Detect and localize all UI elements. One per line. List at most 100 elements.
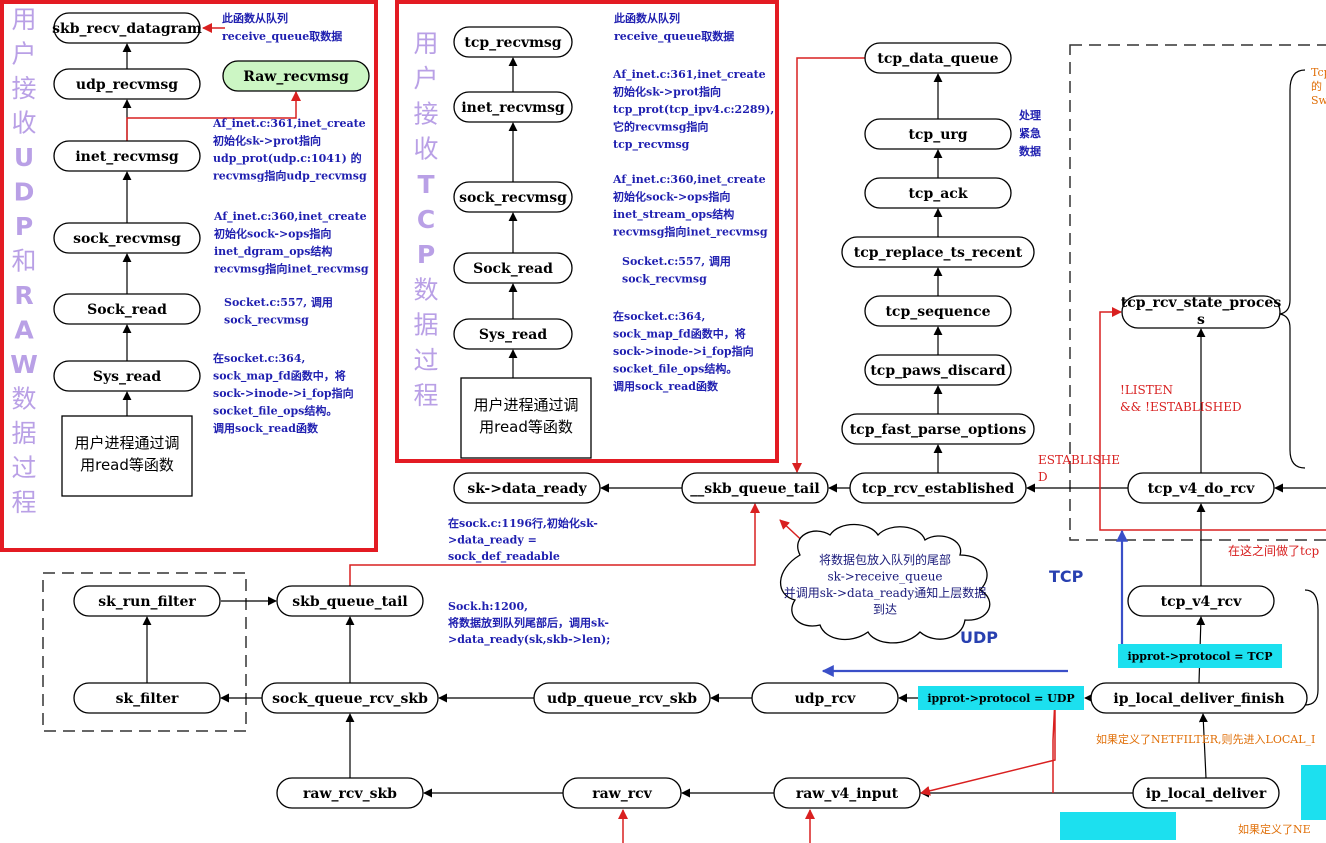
tcp-receive-frame <box>395 0 779 463</box>
note-line: 如果定义了NETFILTER,则先进入LOCAL_I <box>1096 732 1315 746</box>
title-char: 用 <box>413 29 438 58</box>
title-char: R <box>14 281 33 310</box>
node-tcp-v4-rcv: tcp_v4_rcv <box>1127 585 1275 617</box>
note-line: Sock.h:1200, <box>448 600 528 613</box>
note-tcp-af-inet-360: Af_inet.c:360,inet_create初始化sock->ops指向i… <box>612 173 768 240</box>
node-box <box>849 472 1027 504</box>
lower-brace <box>1304 589 1319 706</box>
node-label: ip_local_deliver <box>1146 786 1267 802</box>
note-line: tcp_recvmsg <box>613 138 690 152</box>
note-tcp-socket-364: 在socket.c:364,sock_map_fd函数中，将sock->inod… <box>613 309 754 394</box>
title-char: 用 <box>11 5 36 34</box>
node-box <box>841 413 1035 445</box>
protocol-text: TCP <box>1049 567 1084 586</box>
note-line: 在socket.c:364, <box>213 351 305 365</box>
title-char: P <box>417 240 435 269</box>
node-label: ip_local_deliver_finish <box>1113 691 1284 707</box>
badge-bg <box>918 686 1084 710</box>
note-line: !LISTEN <box>1120 383 1173 397</box>
red-edge-raw-v4 <box>920 697 1056 796</box>
node-tcp-paws-discard: tcp_paws_discard <box>864 354 1012 386</box>
node-udp-raw-recvmsg: Raw_recvmsg <box>222 60 370 92</box>
node-label: Sys_read <box>93 369 161 385</box>
node-box <box>53 68 201 100</box>
badge-bg <box>1118 644 1282 668</box>
note-line: 此函数从队列 <box>614 11 680 25</box>
note-line: socket_file_ops结构。 <box>613 362 737 377</box>
user-process-line: 用read等函数 <box>479 418 573 436</box>
node-box <box>533 682 711 714</box>
node-tcp-data-queue: tcp_data_queue <box>864 42 1012 74</box>
node-box <box>261 682 439 714</box>
node-label: udp_recvmsg <box>76 77 178 93</box>
note-line: Socket.c:557, 调用 <box>224 295 333 309</box>
note-line: receive_queue取数据 <box>222 29 342 44</box>
note-line: Af_inet.c:360,inet_create <box>612 173 766 187</box>
node-box <box>222 60 370 92</box>
note-line: >data_ready = <box>448 534 537 548</box>
note-line: && !ESTABLISHED <box>1120 400 1242 414</box>
note-line: sock_def_readable <box>448 550 560 564</box>
title-char: 数 <box>413 275 438 304</box>
note-line: 将数据放到队列尾部后，调用sk- <box>448 616 609 630</box>
node-label: sk_run_filter <box>98 594 196 610</box>
note-line: sock_recvmsg <box>224 314 309 328</box>
title-char: P <box>15 212 33 241</box>
node-tcp-fast-parse-options: tcp_fast_parse_options <box>841 413 1035 445</box>
node-label: Raw_recvmsg <box>243 69 349 85</box>
note-line: 数据 <box>1019 144 1041 158</box>
filter-frame <box>42 572 247 732</box>
note-line: 调用sock_read函数 <box>213 421 319 436</box>
title-char: 户 <box>413 64 438 93</box>
node-udp-rcv: udp_rcv <box>751 682 899 714</box>
note-line: 调用sock_read函数 <box>613 379 719 394</box>
note-right-top: Tcp的Sw <box>1311 66 1326 107</box>
node-box <box>276 585 424 617</box>
node-tcp-urg: tcp_urg <box>864 118 1012 150</box>
queue-tail-cloud <box>779 523 991 644</box>
node-label: udp_queue_rcv_skb <box>547 691 697 707</box>
note-tcp-af-inet-361: Af_inet.c:361,inet_create初始化sk->prot指向tc… <box>612 68 774 152</box>
note-line: sock->inode->i_fop指向 <box>613 344 754 359</box>
node-box <box>453 26 573 58</box>
node-label: raw_rcv_skb <box>303 786 397 802</box>
node-label: tcp_fast_parse_options <box>850 422 1027 438</box>
node-label: tcp_data_queue <box>877 51 998 67</box>
node-label: tcp_rcv_established <box>862 481 1015 497</box>
node-box <box>276 777 424 809</box>
note-line: Socket.c:557, 调用 <box>622 254 731 268</box>
note-udp-af-inet-360: Af_inet.c:360,inet_create初始化sock->ops指向i… <box>213 210 369 277</box>
note-line: ESTABLISHE <box>1038 453 1120 467</box>
user-process-line: 用户进程通过调 <box>473 396 578 414</box>
user-process-line: 用户进程通过调 <box>74 434 179 452</box>
node-tcp-sock-recvmsg: sock_recvmsg <box>453 181 573 213</box>
node-box <box>1132 777 1280 809</box>
node-label: sk->data_ready <box>467 481 587 497</box>
node-box <box>73 585 221 617</box>
title-char: 接 <box>413 99 438 128</box>
note-udp-socket-557: Socket.c:557, 调用 sock_recvmsg <box>224 295 333 328</box>
node-box <box>1090 682 1308 714</box>
node-tcp-replace-ts-recent: tcp_replace_ts_recent <box>841 236 1035 268</box>
title-char: A <box>14 316 34 345</box>
note-line: recvmsg指向inet_recvmsg <box>214 262 369 277</box>
title-char: 过 <box>11 454 36 483</box>
title-char: 据 <box>413 311 438 340</box>
note-line: Af_inet.c:361,inet_create <box>612 68 766 82</box>
note-line: 它的recvmsg指向 <box>613 120 708 134</box>
node-box <box>53 293 201 325</box>
note-listen: !LISTEN && !ESTABLISHED <box>1120 383 1242 414</box>
protocol-text: UDP <box>960 628 998 647</box>
title-char: 据 <box>11 419 36 448</box>
badge-tcp: ipprot->protocol = TCP <box>1118 644 1282 668</box>
node-box <box>681 472 829 504</box>
note-netfilter-1: 如果定义了NETFILTER,则先进入LOCAL_I <box>1096 732 1315 746</box>
node-tcp-ack: tcp_ack <box>864 177 1012 209</box>
node-box <box>1127 472 1275 504</box>
node-box <box>453 472 601 504</box>
node-skb-queue-tail-dunder: __skb_queue_tail <box>681 472 829 504</box>
